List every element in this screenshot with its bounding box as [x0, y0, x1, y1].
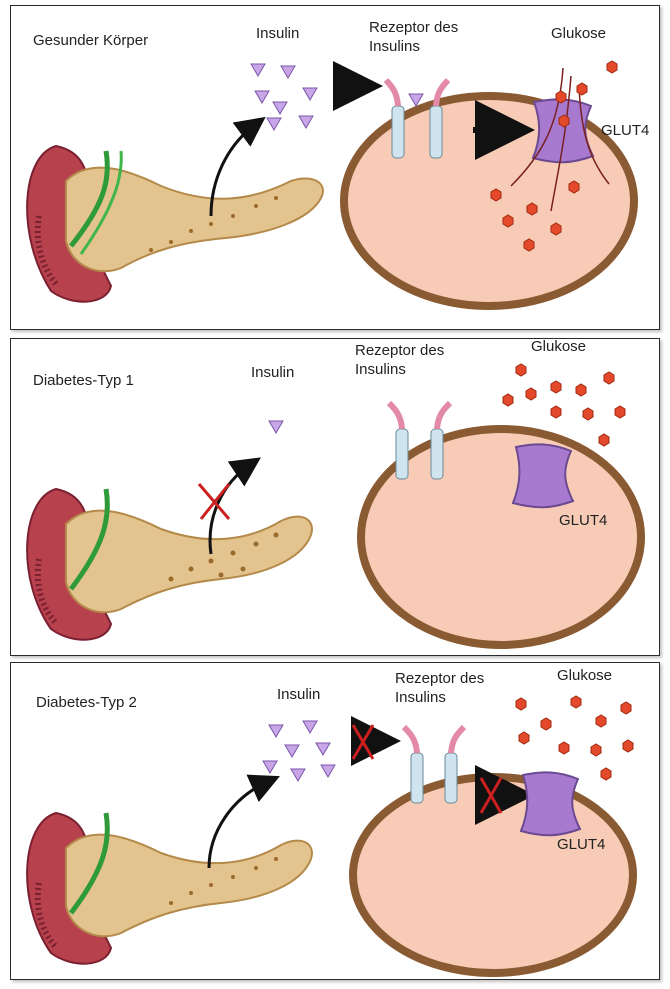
receptor-label: Rezeptor des Insulins [355, 342, 445, 378]
insulin-molecules [250, 63, 318, 131]
blocked-secretion-mark [197, 483, 231, 520]
panel-type1: Diabetes-Typ 1 Insulin Rezeptor des Insu… [10, 338, 660, 656]
pancreatic-duct [69, 150, 110, 248]
panel-healthy: Gesunder Körper Insulin Rezeptor des Ins… [10, 5, 660, 330]
pancreas-illustration [26, 144, 324, 303]
receptor-label: Rezeptor des Insulins [395, 670, 485, 706]
duodenum-inner [34, 215, 59, 286]
glucose-influx-arrows [510, 67, 610, 212]
glucose-molecules [502, 363, 626, 447]
pancreas-illustration [26, 811, 313, 965]
glucose-molecules [515, 695, 634, 781]
glut4-label: GLUT4 [557, 836, 606, 853]
islet-dots [168, 532, 279, 582]
insulin-receptor [386, 400, 453, 480]
panel-healthy-graphic [26, 60, 638, 310]
pancreatic-duct [69, 812, 110, 915]
panel-type2-graphic [26, 695, 637, 977]
duodenum-inner [34, 882, 59, 950]
secretion-arrow [209, 116, 266, 217]
receptor-label: Rezeptor des Insulins [369, 19, 459, 55]
panel-type1-graphic [26, 363, 645, 649]
cell [349, 773, 637, 977]
blocked-activation-mark [479, 777, 503, 814]
insulin-label: Insulin [256, 25, 300, 42]
insulin-molecules [262, 720, 336, 782]
glucose-molecules [490, 60, 618, 252]
pancreas-illustration [26, 487, 313, 641]
panel-title: Diabetes-Typ 1 [33, 372, 134, 389]
insulin-molecule [268, 420, 284, 434]
glut4-transporter [519, 771, 582, 837]
glut4-label: GLUT4 [559, 512, 608, 529]
panel-title: Gesunder Körper [33, 32, 149, 49]
secretion-arrow [208, 457, 261, 555]
bile-duct [79, 150, 123, 255]
glucose-label: Glukose [557, 667, 613, 684]
islet-dots [169, 857, 278, 905]
pancreas-body [65, 833, 313, 938]
secretion-arrow [207, 774, 280, 869]
panel-type2: Diabetes-Typ 2 Insulin Rezeptor des Insu… [10, 662, 660, 980]
islet-dots [149, 196, 278, 252]
blocked-binding-mark [351, 724, 375, 760]
insulin-label: Insulin [277, 686, 321, 703]
pancreas-body [65, 509, 313, 614]
glucose-label: Glukose [551, 25, 607, 42]
duodenum-inner [34, 558, 59, 626]
insulin-label: Insulin [251, 364, 295, 381]
panel-title: Diabetes-Typ 2 [36, 694, 137, 711]
cell [357, 425, 645, 649]
pancreas-body [65, 166, 324, 273]
insulin-receptor [401, 724, 467, 804]
insulin-receptor [383, 78, 451, 159]
glut4-transporter [511, 443, 575, 509]
glut4-transporter [531, 98, 595, 164]
glucose-label: Glukose [531, 338, 587, 355]
pancreatic-duct [69, 488, 110, 591]
glut4-label: GLUT4 [601, 122, 650, 139]
